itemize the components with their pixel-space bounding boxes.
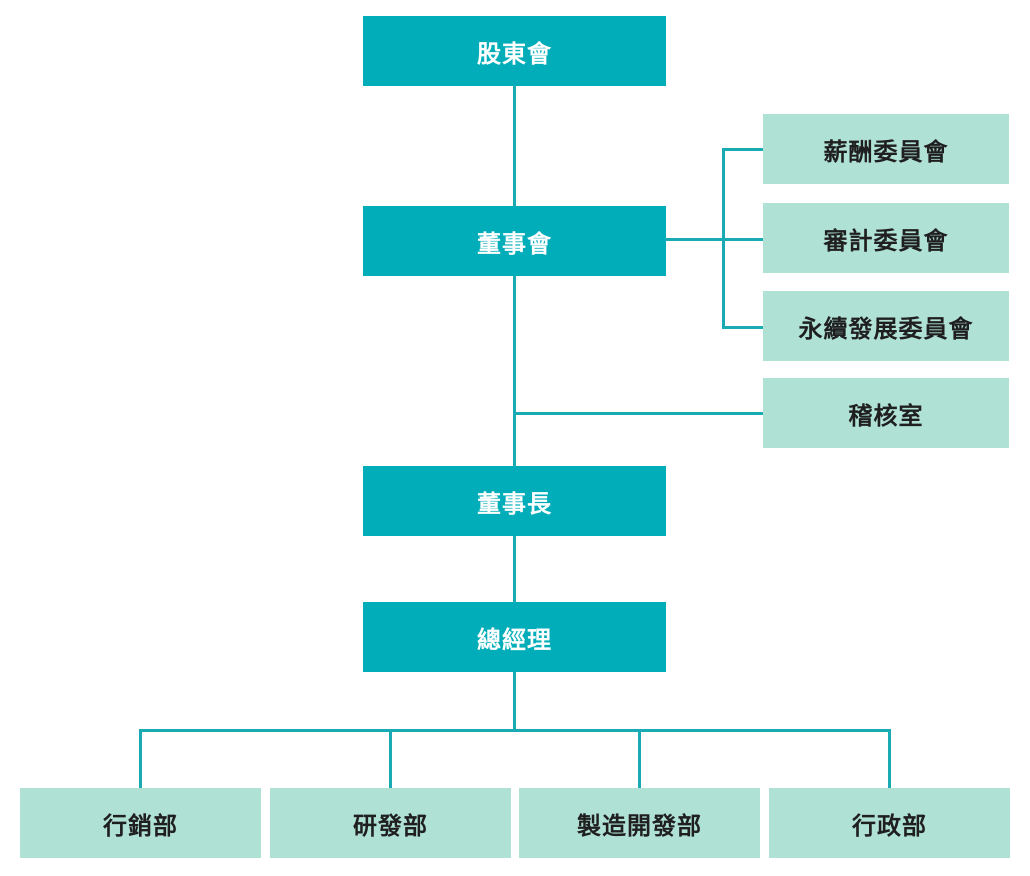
connector-audit-office <box>513 412 763 415</box>
connector-department-4 <box>888 729 891 789</box>
connector-departments-bus <box>139 729 891 732</box>
department-box-admin: 行政部 <box>769 788 1010 858</box>
committee-box-compensation: 薪酬委員會 <box>763 114 1009 184</box>
committee-box-audit: 審計委員會 <box>763 203 1009 273</box>
department-box-marketing: 行銷部 <box>20 788 261 858</box>
committee-box-sustainability: 永續發展委員會 <box>763 291 1009 361</box>
connector-committee-1 <box>722 148 763 151</box>
connector-committees-spine <box>722 148 725 329</box>
general-manager-box: 總經理 <box>363 602 666 672</box>
department-box-rd: 研發部 <box>270 788 511 858</box>
connector-board-committees <box>666 238 763 241</box>
connector-department-3 <box>638 729 641 789</box>
shareholders-box: 股東會 <box>363 16 666 86</box>
connector-department-2 <box>389 729 392 789</box>
connector-board-chairman <box>513 276 516 466</box>
connector-shareholders-board <box>513 86 516 206</box>
board-box: 董事會 <box>363 206 666 276</box>
audit-office-box: 稽核室 <box>763 378 1009 448</box>
connector-gm-departments <box>513 672 516 732</box>
department-box-manufacturing: 製造開發部 <box>519 788 760 858</box>
connector-department-1 <box>139 729 142 789</box>
connector-committee-3 <box>722 326 763 329</box>
chairman-box: 董事長 <box>363 466 666 536</box>
connector-chairman-gm <box>513 536 516 602</box>
